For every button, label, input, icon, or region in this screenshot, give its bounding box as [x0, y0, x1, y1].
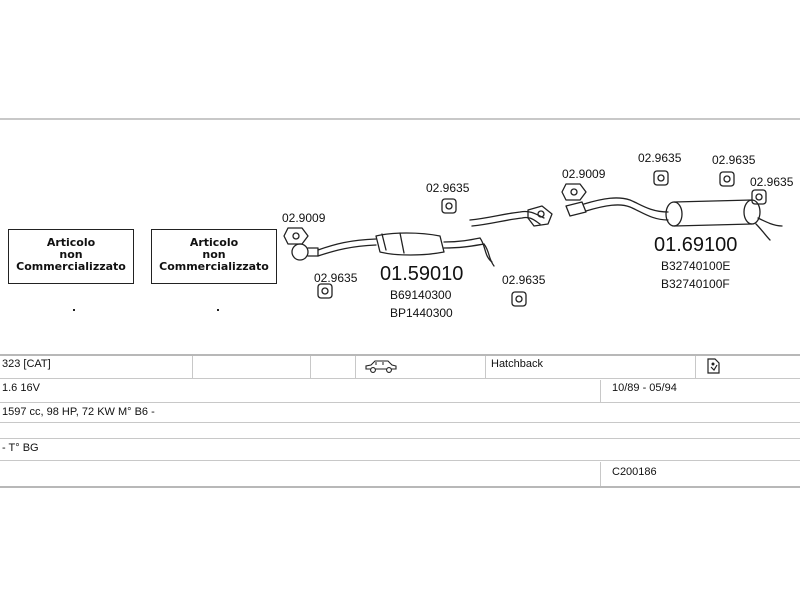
part-label-clamp-b[interactable]: 02.9009	[562, 167, 606, 181]
hanger-icon-3[interactable]	[511, 291, 527, 307]
dot-marker	[73, 309, 75, 311]
column-divider	[600, 462, 601, 486]
not-sold-box-2: Articolo non Commercializzato	[151, 229, 277, 284]
vehicle-code: C200186	[612, 466, 657, 478]
car-side-icon	[365, 360, 397, 373]
row-divider	[0, 378, 800, 379]
body-type: Hatchback	[491, 358, 543, 370]
not-sold-box-1: Articolo non Commercializzato	[8, 229, 134, 284]
part-label-hanger-5[interactable]: 02.9635	[712, 153, 756, 167]
hanger-icon-1[interactable]	[441, 198, 457, 214]
part-label-hanger-3[interactable]: 02.9635	[502, 273, 546, 287]
table-top-border	[0, 354, 800, 356]
column-divider	[192, 356, 193, 378]
part-label-hanger-1[interactable]: 02.9635	[426, 181, 470, 195]
document-icon[interactable]	[705, 357, 723, 375]
middle-silencer[interactable]	[375, 232, 495, 267]
not-sold-line-3: Commercializzato	[159, 260, 269, 273]
not-sold-line-3: Commercializzato	[16, 260, 126, 273]
not-sold-line-1: Articolo	[189, 236, 239, 249]
production-years: 10/89 - 05/94	[612, 382, 677, 394]
middle-silencer-ref-1: B69140300	[390, 288, 452, 302]
row-divider	[0, 460, 800, 461]
rear-pipe[interactable]	[565, 197, 669, 221]
rear-silencer[interactable]	[665, 199, 783, 241]
hanger-icon-5[interactable]	[719, 171, 735, 187]
rear-silencer-code[interactable]: 01.69100	[654, 234, 737, 256]
column-divider	[695, 356, 696, 378]
part-label-clamp-a[interactable]: 02.9009	[282, 211, 326, 225]
front-pipe[interactable]	[291, 238, 377, 261]
middle-silencer-ref-2: BP1440300	[390, 306, 453, 320]
top-border	[0, 118, 800, 120]
hanger-icon-4[interactable]	[653, 170, 669, 186]
row-divider	[0, 438, 800, 439]
engine: 1.6 16V	[2, 382, 40, 394]
hanger-icon-2[interactable]	[317, 283, 333, 299]
flange-clamp-icon-2[interactable]	[561, 183, 587, 201]
middle-silencer-code[interactable]: 01.59010	[380, 263, 463, 285]
row-divider	[0, 422, 800, 423]
column-divider	[485, 356, 486, 378]
part-label-hanger-2[interactable]: 02.9635	[314, 271, 358, 285]
rear-silencer-ref-2: B32740100F	[661, 277, 730, 291]
table-bottom-border	[0, 486, 800, 488]
exhaust-diagram: 02.9009 02.9635 02.9635 02.9635 02.9009 …	[282, 151, 794, 320]
vehicle-variant: - T° BG	[2, 442, 39, 454]
part-label-hanger-4[interactable]: 02.9635	[638, 151, 682, 165]
column-divider	[355, 356, 356, 378]
vehicle-model: 323 [CAT]	[2, 358, 51, 370]
not-sold-line-2: non	[202, 248, 226, 261]
not-sold-line-2: non	[59, 248, 83, 261]
intermediate-pipe[interactable]	[469, 205, 553, 227]
hanger-icon-6[interactable]	[751, 189, 767, 205]
row-divider	[0, 402, 800, 403]
rear-silencer-ref-1: B32740100E	[661, 259, 730, 273]
column-divider	[310, 356, 311, 378]
not-sold-line-1: Articolo	[46, 236, 96, 249]
flange-clamp-icon[interactable]	[283, 227, 309, 245]
engine-specs: 1597 cc, 98 HP, 72 KW M° B6 -	[2, 406, 155, 418]
dot-marker	[217, 309, 219, 311]
part-label-hanger-6[interactable]: 02.9635	[750, 175, 794, 189]
column-divider	[600, 380, 601, 402]
